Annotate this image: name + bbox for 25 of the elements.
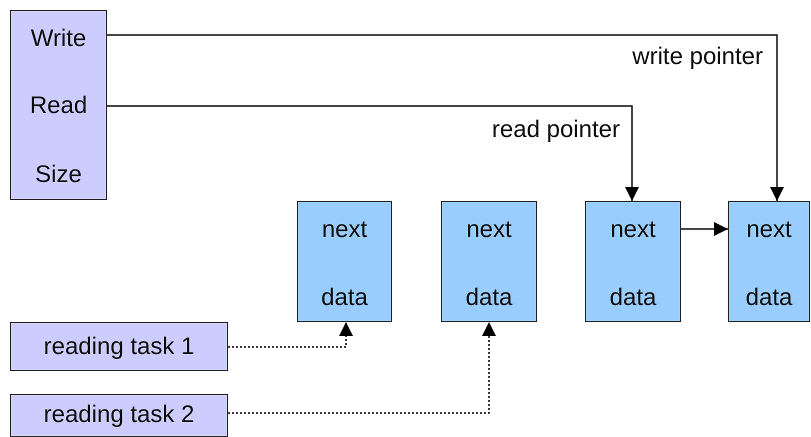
list-node-box xyxy=(441,201,537,322)
arrow xyxy=(107,34,784,201)
arrow xyxy=(107,105,639,201)
register-field-label: Read xyxy=(30,92,88,120)
register-field-label: Write xyxy=(30,25,86,53)
arrow xyxy=(228,322,353,348)
list-node-box xyxy=(585,201,681,322)
task-box xyxy=(10,322,228,371)
field-label: data xyxy=(610,284,656,312)
register-field-label: Size xyxy=(35,161,82,189)
field-label: next xyxy=(746,216,792,244)
register-box xyxy=(10,10,107,200)
list-node-box xyxy=(297,201,392,322)
arrow xyxy=(228,322,496,414)
task-label: reading task 1 xyxy=(44,333,194,361)
field-label: next xyxy=(610,216,656,244)
field-label: data xyxy=(321,284,368,312)
arrow xyxy=(681,222,728,236)
field-label: next xyxy=(322,216,368,244)
field-label: next xyxy=(466,216,512,244)
field-label: data xyxy=(466,284,512,312)
task-box xyxy=(10,394,228,437)
field-label: data xyxy=(746,284,792,312)
list-node-box xyxy=(728,201,810,322)
task-label: reading task 2 xyxy=(44,401,194,429)
